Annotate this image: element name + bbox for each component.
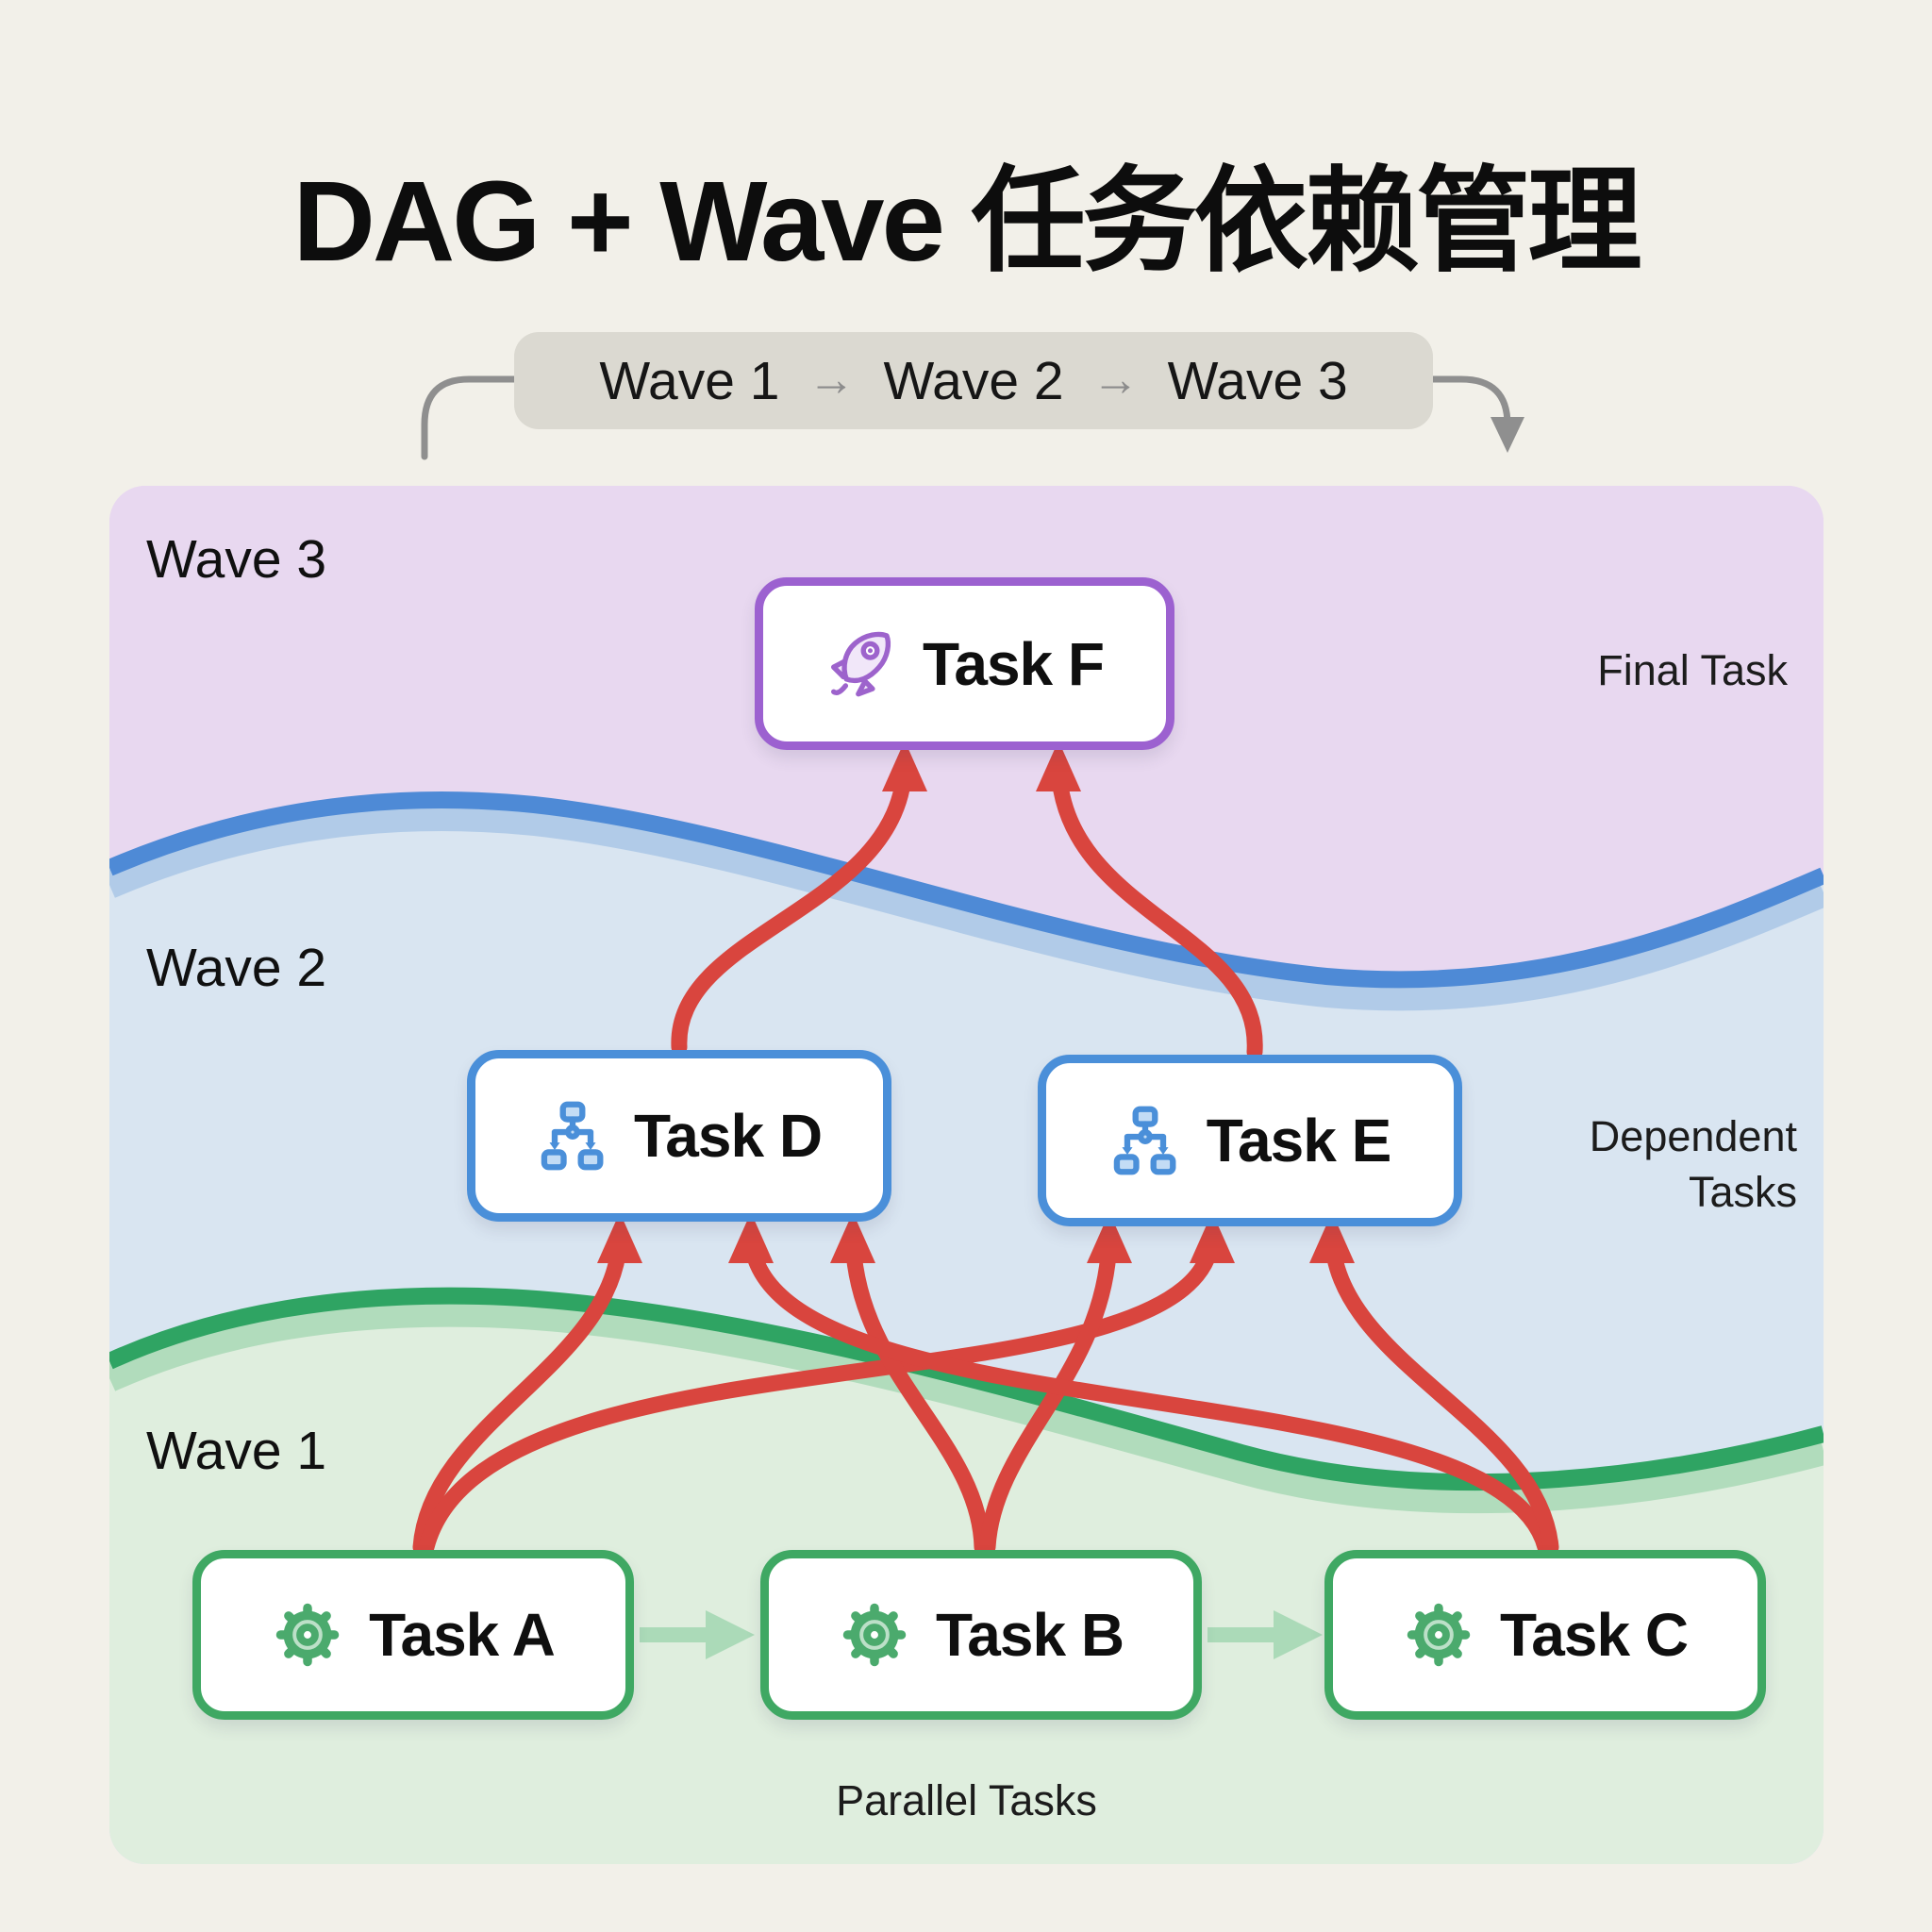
hierarchy-icon xyxy=(1113,1106,1176,1175)
pill-wave-2: Wave 2 xyxy=(883,350,1064,411)
rocket-icon xyxy=(831,631,891,696)
gear-icon xyxy=(842,1603,907,1667)
right-arrow-icon: → xyxy=(808,352,856,406)
dep-arrow-a-d xyxy=(412,1212,642,1556)
connector-right-arrow xyxy=(1429,375,1524,453)
right-arrow-icon: → xyxy=(1091,352,1140,406)
dep-arrow-d-f xyxy=(671,741,927,1056)
annotation-dependent-tasks: Dependent Tasks xyxy=(1401,1108,1797,1221)
gear-icon xyxy=(275,1603,340,1667)
dag-wave-panel: Wave 3 Wave 2 Wave 1 Final Task Dependen… xyxy=(109,486,1824,1864)
annotation-final-task: Final Task xyxy=(1597,646,1788,694)
task-node-b: Task B xyxy=(760,1550,1202,1720)
hierarchy-icon xyxy=(541,1101,604,1171)
dependency-arrows xyxy=(412,741,1559,1556)
pill-wave-3: Wave 3 xyxy=(1167,350,1348,411)
band-label-wave3: Wave 3 xyxy=(146,529,327,590)
wave-line-green-shadow xyxy=(109,1298,1824,1514)
dep-arrow-b-e xyxy=(979,1212,1132,1556)
connector-left xyxy=(421,375,518,460)
band-label-wave1: Wave 1 xyxy=(146,1421,327,1481)
task-label: Task F xyxy=(923,629,1105,698)
pill-wave-1: Wave 1 xyxy=(599,350,780,411)
dep-arrow-e-f xyxy=(1036,741,1263,1060)
annotation-dependent-line1: Dependent xyxy=(1589,1112,1797,1160)
task-label: Task B xyxy=(935,1601,1124,1669)
wave-line-blue xyxy=(109,791,1824,989)
task-label: Task A xyxy=(369,1601,556,1669)
annotation-parallel-tasks: Parallel Tasks xyxy=(836,1776,1097,1824)
task-label: Task D xyxy=(633,1102,823,1170)
dep-arrow-b-d xyxy=(830,1212,991,1556)
dep-arrow-a-e xyxy=(418,1212,1235,1556)
task-node-f: Task F xyxy=(755,577,1174,750)
task-label: Task E xyxy=(1206,1107,1392,1174)
band-label-wave2: Wave 2 xyxy=(146,938,327,998)
dep-arrow-c-e xyxy=(1309,1212,1559,1556)
task-node-d: Task D xyxy=(467,1050,891,1222)
page-title: DAG + Wave 任务依赖管理 xyxy=(292,157,1642,285)
task-node-e: Task E xyxy=(1038,1055,1462,1226)
task-node-c: Task C xyxy=(1324,1550,1766,1720)
gear-icon xyxy=(1407,1603,1471,1667)
annotation-dependent-line2: Tasks xyxy=(1688,1168,1797,1217)
task-node-a: Task A xyxy=(192,1550,634,1720)
wave-line-blue-shadow xyxy=(109,803,1824,1011)
task-label: Task C xyxy=(1499,1601,1689,1669)
wave-sequence-pill: Wave 1 → Wave 2 → Wave 3 xyxy=(514,332,1433,429)
dep-arrow-c-d xyxy=(728,1212,1554,1556)
